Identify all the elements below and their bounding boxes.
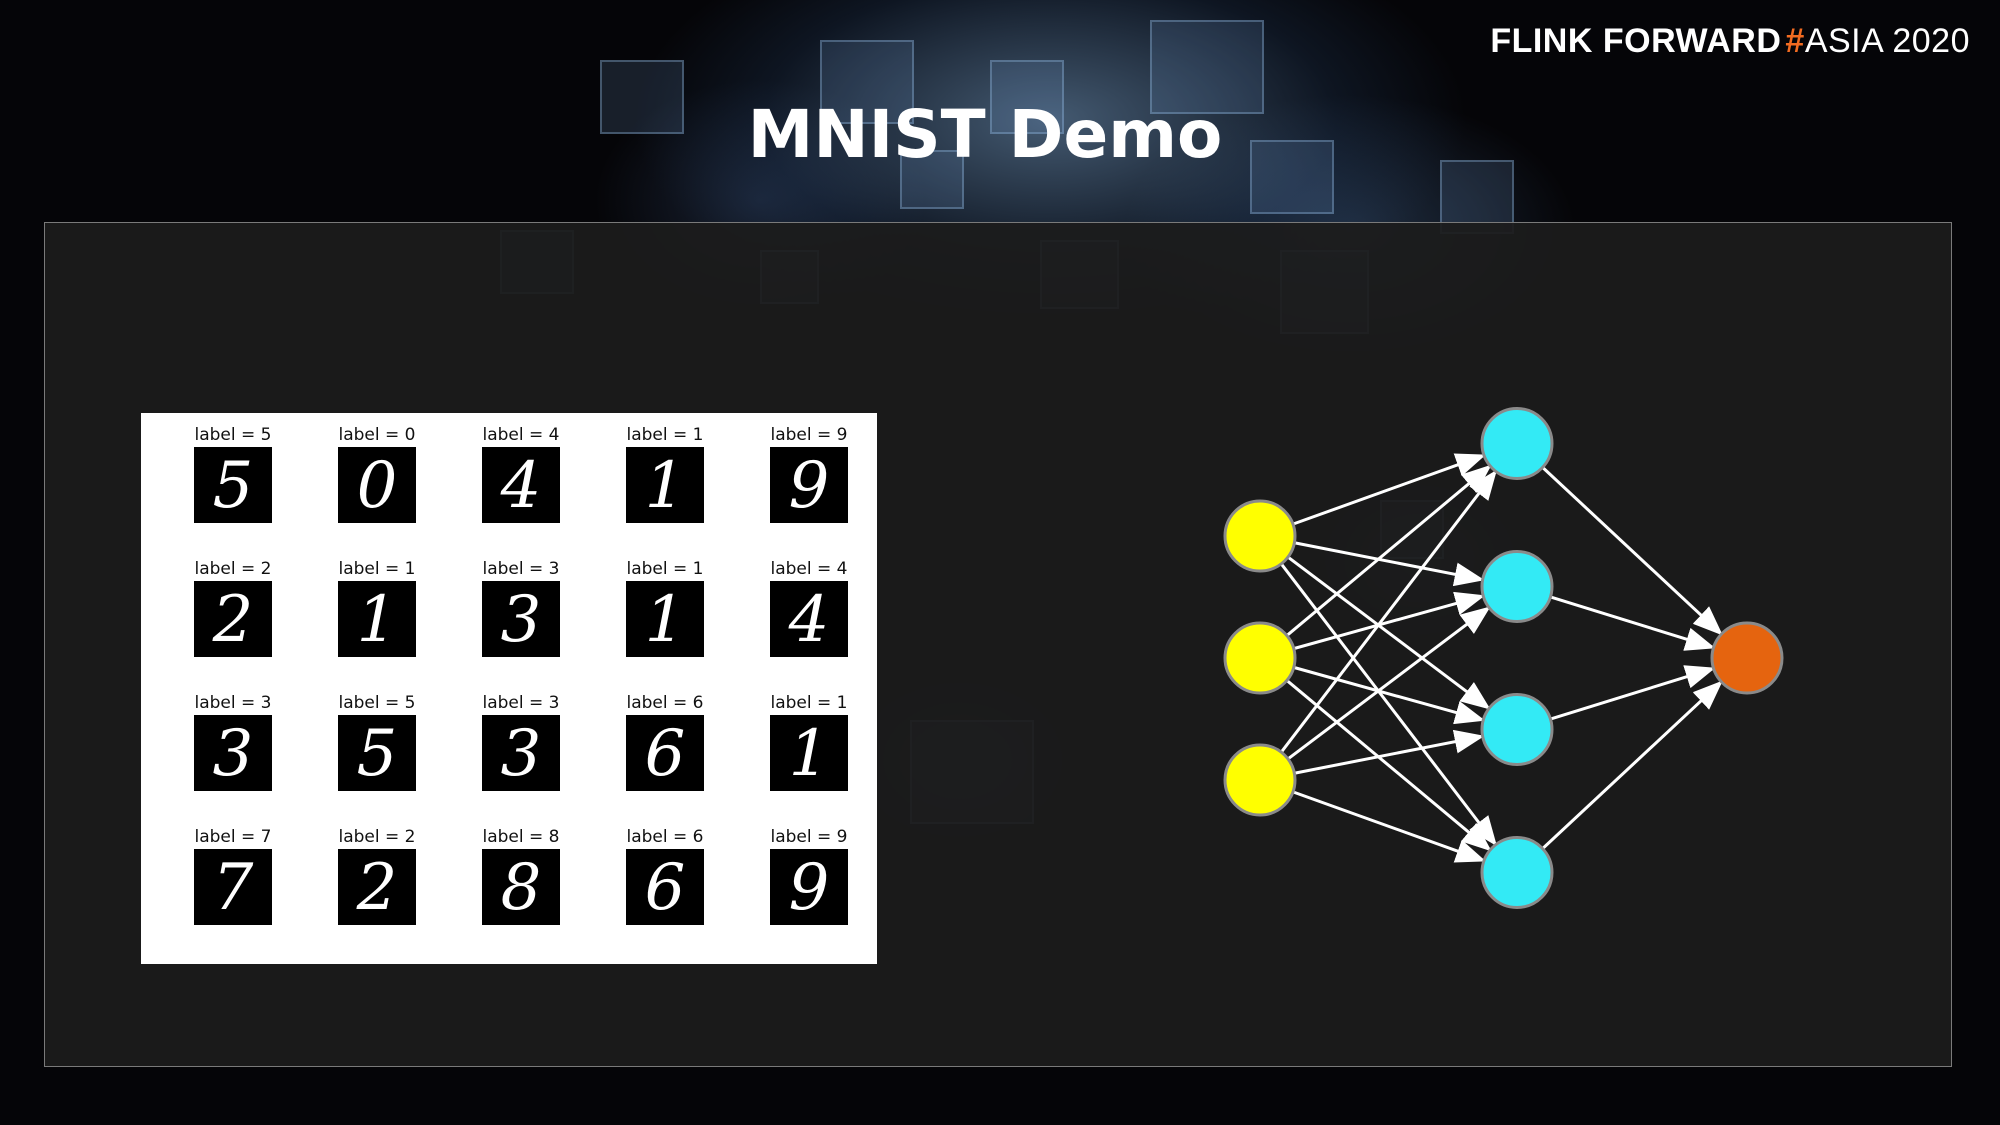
input-node: [1223, 621, 1297, 695]
digit-image: 1: [338, 581, 416, 657]
sample-label: label = 9: [770, 425, 848, 445]
sample-label: label = 3: [482, 693, 560, 713]
network-edge: [1280, 469, 1497, 754]
sample-label: label = 5: [338, 693, 416, 713]
sample-label: label = 6: [626, 693, 704, 713]
network-edge: [1287, 555, 1491, 710]
network-edge: [1549, 595, 1716, 651]
sample-label: label = 7: [194, 827, 272, 847]
network-edge: [1541, 466, 1723, 636]
network-edge: [1293, 591, 1486, 651]
network-edge: [1285, 464, 1492, 637]
sample-label: label = 4: [770, 559, 848, 579]
digit-image: 4: [770, 581, 848, 657]
digit-image: 1: [770, 715, 848, 791]
neural-network-diagram: [1223, 407, 1784, 909]
hidden-node: [1480, 407, 1554, 480]
sample-label: label = 8: [482, 827, 560, 847]
digit-image: 9: [770, 447, 848, 523]
sample-label: label = 1: [626, 425, 704, 445]
digit-image: 1: [626, 447, 704, 523]
sample-label: label = 1: [770, 693, 848, 713]
hidden-node: [1480, 693, 1554, 766]
network-edge: [1294, 541, 1485, 587]
sample-label: label = 9: [770, 827, 848, 847]
digit-image: 3: [194, 715, 272, 791]
network-edge: [1541, 680, 1723, 850]
input-node: [1223, 743, 1297, 817]
digit-image: 4: [482, 447, 560, 523]
digit-image: 6: [626, 715, 704, 791]
digit-image: 9: [770, 849, 848, 925]
digit-image: 7: [194, 849, 272, 925]
sample-label: label = 0: [338, 425, 416, 445]
network-edge: [1549, 665, 1716, 721]
brand-logo: FLINK FORWARD#ASIA 2020: [1490, 22, 1970, 60]
digit-image: 6: [626, 849, 704, 925]
digit-image: 8: [482, 849, 560, 925]
digit-image: 5: [338, 715, 416, 791]
sample-label: label = 2: [194, 559, 272, 579]
network-edge: [1292, 790, 1486, 863]
digit-image: 0: [338, 447, 416, 523]
digit-image: 1: [626, 581, 704, 657]
digit-image: 3: [482, 581, 560, 657]
input-node: [1223, 499, 1297, 573]
hidden-node: [1480, 836, 1554, 909]
digit-image: 2: [194, 581, 272, 657]
network-edge: [1285, 679, 1492, 852]
sample-label: label = 6: [626, 827, 704, 847]
sample-label: label = 2: [338, 827, 416, 847]
digit-image: 2: [338, 849, 416, 925]
sample-label: label = 5: [194, 425, 272, 445]
network-edge: [1292, 453, 1486, 526]
network-edge: [1293, 665, 1486, 725]
sample-label: label = 1: [626, 559, 704, 579]
network-nodes: [1223, 407, 1784, 909]
hidden-node: [1480, 550, 1554, 623]
sample-label: label = 4: [482, 425, 560, 445]
digit-image: 3: [482, 715, 560, 791]
sample-label: label = 1: [338, 559, 416, 579]
network-edges: [1280, 453, 1723, 863]
network-edge: [1287, 606, 1491, 761]
sample-label: label = 3: [194, 693, 272, 713]
output-node: [1710, 621, 1784, 695]
sample-label: label = 3: [482, 559, 560, 579]
network-edge: [1294, 729, 1485, 775]
digit-image: 5: [194, 447, 272, 523]
slide-title: MNIST Demo: [747, 96, 1223, 173]
